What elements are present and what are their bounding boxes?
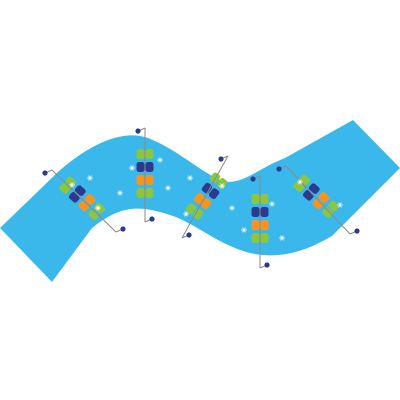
subunit-navy — [308, 183, 320, 194]
particle-ray — [130, 165, 134, 171]
particles — [69, 157, 343, 241]
subunit-orange — [193, 192, 205, 204]
subunit-navy — [74, 185, 86, 196]
particle-snowflake-icon — [69, 182, 75, 188]
subunit-orange — [136, 175, 145, 185]
subunit-green — [192, 208, 204, 220]
particle-ray — [298, 179, 302, 185]
ligand-head-icon — [42, 170, 48, 176]
subunit-green — [251, 233, 260, 243]
particle-ray — [242, 227, 246, 233]
particle-ray — [338, 202, 342, 208]
protein-clusters — [42, 127, 360, 269]
subunit-green — [145, 149, 154, 159]
protein-cluster — [251, 194, 269, 243]
ligand-stem — [285, 165, 351, 235]
particle-snowflake-icon — [219, 183, 225, 189]
particle-ray — [220, 183, 224, 189]
ligand-head-icon — [354, 228, 360, 234]
particle-ray — [166, 185, 170, 191]
ligand — [42, 169, 126, 233]
ligand-head-icon — [120, 226, 126, 232]
subunit-navy — [260, 207, 269, 217]
particle-ray — [88, 175, 92, 181]
subunit-green — [59, 183, 71, 194]
particle-snowflake-icon — [129, 165, 135, 171]
subunit-navy — [251, 207, 260, 217]
subunit-stack — [251, 194, 269, 243]
particle-snowflake-icon — [117, 190, 123, 196]
subunit-green — [88, 209, 99, 221]
subunit-orange — [318, 192, 330, 203]
particle-snowflake-icon — [87, 175, 93, 181]
subunit-green — [136, 188, 145, 198]
subunit-green — [145, 188, 154, 198]
subunit-green — [260, 194, 269, 204]
ligand-head-icon — [218, 156, 224, 162]
ligand-head-icon — [250, 176, 256, 182]
subunit-green — [136, 149, 145, 159]
particle-ray — [96, 205, 100, 211]
protein-cluster — [293, 174, 340, 219]
subunit-orange — [145, 175, 154, 185]
ligand-head-icon — [186, 232, 192, 238]
particle-snowflake-icon — [187, 175, 193, 181]
subunit-navy — [136, 162, 145, 172]
subunit-navy — [201, 182, 213, 194]
particle-snowflake-icon — [241, 227, 247, 233]
subunit-orange — [84, 194, 96, 205]
particle-ray — [158, 157, 162, 163]
particle-snowflake-icon — [279, 235, 285, 241]
subunit-orange — [251, 220, 260, 230]
ligand-head-icon — [264, 262, 270, 268]
particle-ray — [70, 182, 74, 188]
particle-ray — [230, 205, 234, 211]
subunit-stack — [59, 176, 106, 221]
subunit-stack — [293, 174, 340, 219]
ligand-stem — [51, 169, 117, 233]
particle-snowflake-icon — [157, 157, 163, 163]
particle-ray — [270, 201, 274, 207]
subunit-orange — [260, 220, 269, 230]
particle-snowflake-icon — [337, 202, 343, 208]
ligand — [181, 155, 229, 239]
protein-cluster — [136, 149, 154, 198]
subunit-green — [322, 207, 333, 219]
subunit-navy — [145, 162, 154, 172]
particle-snowflake-icon — [95, 205, 101, 211]
ligand-head-icon — [276, 166, 282, 172]
particle-snowflake-icon — [269, 201, 275, 207]
particle-snowflake-icon — [165, 185, 171, 191]
particle-ray — [188, 175, 192, 181]
ligand-stem — [181, 155, 229, 239]
particle-snowflake-icon — [183, 211, 189, 217]
subunit-green — [260, 233, 269, 243]
subunit-green — [251, 194, 260, 204]
subunit-navy — [208, 188, 220, 200]
subunit-green — [328, 200, 340, 212]
ligand-head-icon — [149, 216, 155, 222]
protein-cluster — [59, 176, 106, 221]
subunit-stack — [136, 149, 154, 198]
particle-ray — [280, 235, 284, 241]
particle-snowflake-icon — [229, 205, 235, 211]
ligand-head-icon — [135, 128, 141, 134]
ligand — [276, 165, 360, 235]
subunit-green — [185, 203, 197, 215]
subunit-orange — [200, 198, 212, 210]
subunit-orange — [312, 198, 324, 210]
ligand — [250, 175, 270, 269]
particle-ray — [118, 190, 122, 196]
particle-snowflake-icon — [297, 179, 303, 185]
ligand — [135, 127, 155, 223]
particle-ray — [184, 211, 188, 217]
